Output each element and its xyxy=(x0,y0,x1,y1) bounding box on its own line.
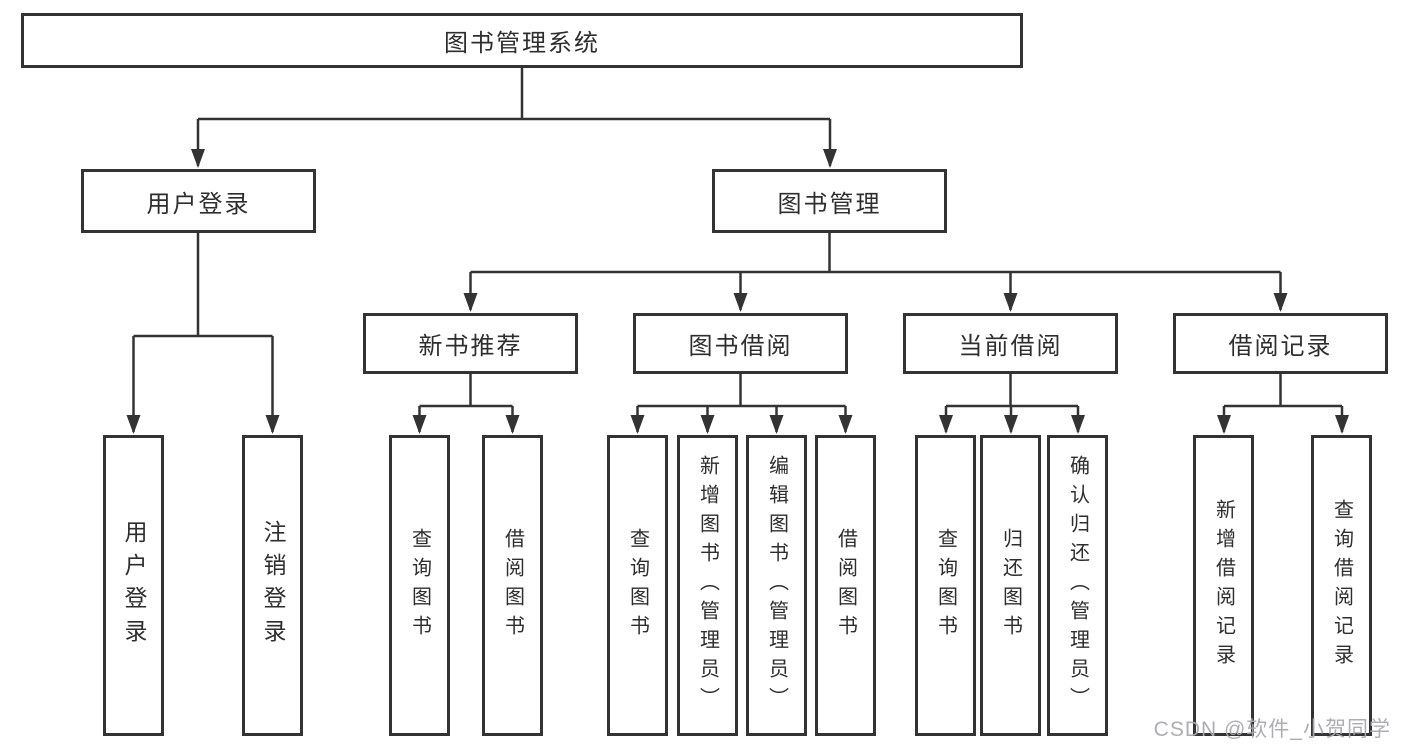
node-label: 编辑图书（管理员） xyxy=(765,455,788,716)
node-label: 确认归还（管理员） xyxy=(1066,455,1089,716)
node-label: 新增借阅记录 xyxy=(1212,498,1235,673)
node-leaf-logout: 注销登录 xyxy=(242,435,303,736)
node-current-borrowing: 当前借阅 xyxy=(903,313,1118,374)
node-label: 查询借阅记录 xyxy=(1330,498,1353,673)
node-label: 新增图书（管理员） xyxy=(696,455,719,716)
node-leaf-borrow-book-recommend: 借阅图书 xyxy=(482,435,543,736)
node-label: 借阅记录 xyxy=(1228,333,1333,360)
node-label: 借阅图书 xyxy=(834,527,857,644)
node-label: 查询图书 xyxy=(626,527,649,644)
node-label: 注销登录 xyxy=(260,519,286,652)
node-book-management: 图书管理 xyxy=(712,169,947,233)
node-label: 查询图书 xyxy=(934,527,957,644)
node-leaf-return-book: 归还图书 xyxy=(980,435,1041,736)
node-user-login: 用户登录 xyxy=(81,169,316,233)
csdn-watermark: CSDN @软件_小贺同学 xyxy=(1153,718,1391,741)
node-label: 图书借阅 xyxy=(688,333,793,360)
node-label: 查询图书 xyxy=(408,527,431,644)
node-leaf-add-borrow-record: 新增借阅记录 xyxy=(1193,435,1254,736)
node-label: 当前借阅 xyxy=(958,333,1063,360)
node-label: 借阅图书 xyxy=(501,527,524,644)
connector-elbow-lines xyxy=(132,68,1344,432)
node-label: 用户登录 xyxy=(121,519,147,652)
node-label: 用户登录 xyxy=(146,190,251,218)
node-leaf-query-borrow-record: 查询借阅记录 xyxy=(1311,435,1372,736)
node-leaf-edit-book-admin: 编辑图书（管理员） xyxy=(746,435,807,736)
node-leaf-add-book-admin: 新增图书（管理员） xyxy=(677,435,738,736)
node-book-borrowing: 图书借阅 xyxy=(633,313,848,374)
node-borrowing-records: 借阅记录 xyxy=(1173,313,1388,374)
node-leaf-query-book-current: 查询图书 xyxy=(915,435,976,736)
node-label: 新书推荐 xyxy=(418,333,523,360)
node-leaf-user-login: 用户登录 xyxy=(103,435,164,736)
node-leaf-confirm-return-admin: 确认归还（管理员） xyxy=(1047,435,1108,736)
node-leaf-query-book-borrow: 查询图书 xyxy=(607,435,668,736)
node-leaf-borrow-book: 借阅图书 xyxy=(815,435,876,736)
node-leaf-query-book-recommend: 查询图书 xyxy=(389,435,450,736)
node-label: 归还图书 xyxy=(999,527,1022,644)
node-label: 图书管理 xyxy=(777,190,882,218)
node-new-book-recommendation: 新书推荐 xyxy=(363,313,578,374)
node-label: 图书管理系统 xyxy=(444,30,600,57)
node-library-management-system: 图书管理系统 xyxy=(21,13,1023,68)
